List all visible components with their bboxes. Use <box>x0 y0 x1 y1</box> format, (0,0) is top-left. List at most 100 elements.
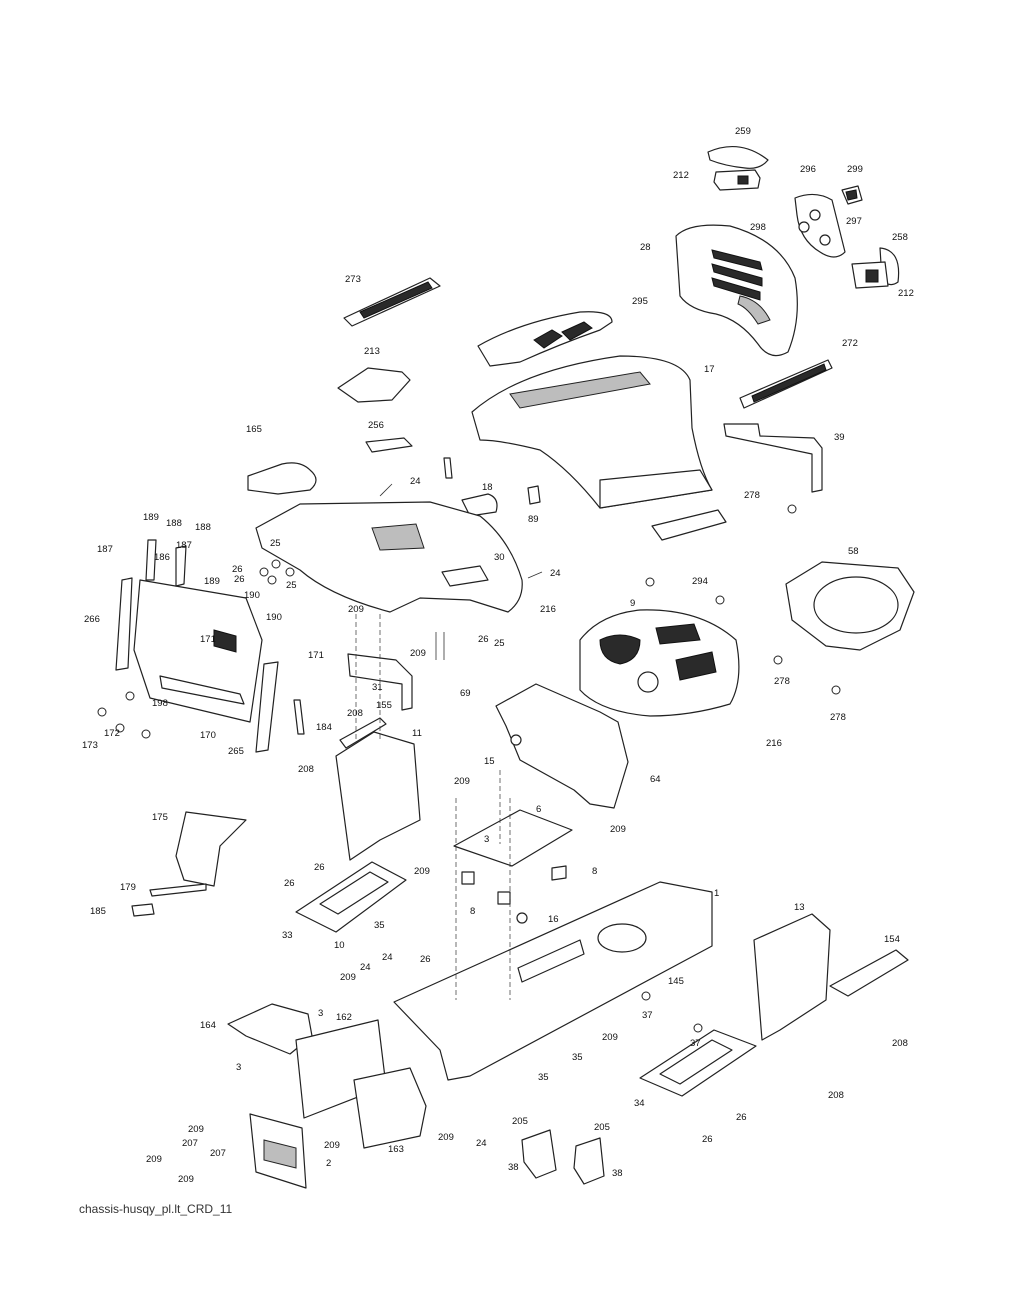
callout-258: 258 <box>892 232 908 243</box>
alignment-lines <box>355 614 511 1000</box>
callout-295: 295 <box>632 296 648 307</box>
callout-31: 31 <box>372 682 383 693</box>
callout-207b: 207 <box>210 1148 226 1159</box>
callout-297: 297 <box>846 216 862 227</box>
callout-185: 185 <box>90 906 106 917</box>
part-16-grommet <box>516 912 528 924</box>
part-295-hood-vent <box>477 311 613 367</box>
callout-35b: 35 <box>572 1052 583 1063</box>
callout-6: 6 <box>536 804 541 815</box>
callout-162: 162 <box>336 1012 352 1023</box>
callout-208a: 208 <box>347 708 363 719</box>
callout-216a: 216 <box>540 604 556 615</box>
part-24-bolts-upper <box>379 483 543 579</box>
callout-209g: 209 <box>602 1032 618 1043</box>
part-214-panel <box>651 509 727 541</box>
callout-208c: 208 <box>892 1038 908 1049</box>
callout-58: 58 <box>848 546 859 557</box>
part-294-clips <box>645 577 725 605</box>
part-31-bracket <box>347 653 413 711</box>
callout-24e: 24 <box>476 1138 487 1149</box>
callout-37a: 37 <box>642 1010 653 1021</box>
callout-212: 212 <box>673 170 689 181</box>
part-184-clip <box>293 699 305 735</box>
part-155-lever <box>339 717 387 749</box>
callout-216b: 216 <box>766 738 782 749</box>
callout-145: 145 <box>668 976 684 987</box>
callout-294: 294 <box>692 576 708 587</box>
callout-298: 298 <box>750 222 766 233</box>
callout-209e: 209 <box>414 866 430 877</box>
callout-278c: 278 <box>830 712 846 723</box>
part-213-panel <box>337 367 411 403</box>
callout-26b: 26 <box>234 574 245 585</box>
part-58-fender <box>785 561 915 651</box>
drawing-id-label: chassis-husqy_pl.lt_CRD_11 <box>79 1202 233 1216</box>
callout-259: 259 <box>735 126 751 137</box>
callout-187b: 187 <box>176 540 192 551</box>
part-30-dash-panel <box>255 501 523 613</box>
part-298-bulb <box>798 221 810 233</box>
callout-209c: 209 <box>454 776 470 787</box>
part-296-headlight-bracket <box>794 193 846 258</box>
callout-18: 18 <box>482 482 493 493</box>
callout-25c: 25 <box>494 638 505 649</box>
part-13-side-plate <box>753 913 831 1041</box>
callout-25a: 25 <box>270 538 281 549</box>
part-163-side-plate <box>353 1067 427 1149</box>
part-6-cover-plate <box>453 809 573 867</box>
callout-278b: 278 <box>774 676 790 687</box>
part-33-footrest <box>295 861 407 933</box>
callout-186: 186 <box>154 552 170 563</box>
callout-28: 28 <box>640 242 651 253</box>
callout-209l: 209 <box>178 1174 194 1185</box>
callout-299: 299 <box>847 164 863 175</box>
callout-3a: 3 <box>484 834 489 845</box>
callout-24c: 24 <box>382 952 393 963</box>
callout-212b: 212 <box>898 288 914 299</box>
part-185-pedal <box>131 903 155 917</box>
callout-184: 184 <box>316 722 332 733</box>
callout-8a: 8 <box>592 866 597 877</box>
callout-154: 154 <box>884 934 900 945</box>
callout-171b: 171 <box>308 650 324 661</box>
callout-24a: 24 <box>410 476 421 487</box>
callout-209k: 209 <box>438 1132 454 1143</box>
part-299-light <box>841 185 863 205</box>
callout-8b: 8 <box>470 906 475 917</box>
callout-25b: 25 <box>286 580 297 591</box>
callout-190a: 190 <box>244 590 260 601</box>
callout-278a: 278 <box>744 490 760 501</box>
callout-173: 173 <box>82 740 98 751</box>
callout-1: 1 <box>714 888 719 899</box>
callout-38b: 38 <box>612 1168 623 1179</box>
part-145-37-fasteners <box>641 991 703 1033</box>
callout-273: 273 <box>345 274 361 285</box>
callout-256: 256 <box>368 420 384 431</box>
callout-35a: 35 <box>374 920 385 931</box>
part-256-cover <box>365 437 413 453</box>
part-175-shroud <box>175 811 247 887</box>
part-278-bolt-upper <box>787 504 797 514</box>
callout-188b: 188 <box>195 522 211 533</box>
part-18-clip-left <box>443 457 453 479</box>
callout-209i: 209 <box>324 1140 340 1151</box>
callout-209d: 209 <box>610 824 626 835</box>
callout-26c: 26 <box>478 634 489 645</box>
callout-26h: 26 <box>702 1134 713 1145</box>
callout-205a: 205 <box>512 1116 528 1127</box>
callout-15: 15 <box>484 756 495 767</box>
callout-16: 16 <box>548 914 559 925</box>
callout-209b: 209 <box>410 648 426 659</box>
part-9-console <box>579 609 740 717</box>
part-198-172-173-fasteners <box>97 691 151 739</box>
callout-272: 272 <box>842 338 858 349</box>
part-278-bolts <box>773 655 841 695</box>
callout-26d: 26 <box>314 862 325 873</box>
callout-209h: 209 <box>188 1124 204 1135</box>
callout-164: 164 <box>200 1020 216 1031</box>
part-28-grille-housing <box>675 224 798 357</box>
callout-17: 17 <box>704 364 715 375</box>
part-38-bracket-left <box>521 1129 557 1179</box>
part-39-bracket <box>723 423 823 493</box>
